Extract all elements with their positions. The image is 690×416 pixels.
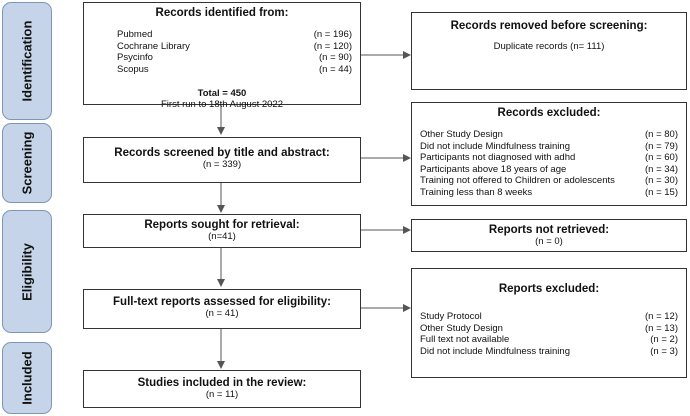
phase-included: Included [2,342,52,414]
source-row: Cochrane Library (n = 120) [117,41,352,53]
report-exclusion-count: (n = 12) [644,311,678,322]
studies-included-count: (n = 11) [205,389,239,400]
exclusion-row: Participants above 18 years of age (n = 3… [420,164,678,176]
report-exclusion-row: Study Protocol (n = 12) [420,311,678,323]
report-exclusion-count: (n = 3) [650,345,678,357]
report-exclusion-label: Did not include Mindfulness training [420,345,570,357]
source-list: Pubmed (n = 196) Cochrane Library (n = 120… [117,29,352,75]
source-count: (n = 120) [313,40,352,52]
source-label: Pubmed [117,29,153,40]
records-screened-count: (n = 339) [202,159,242,170]
exclusion-label: Training less than 8 weeks [420,186,533,198]
box-records-screened: Records screened by title and abstract: … [83,137,361,183]
exclusion-label: Training not offered to Children or adol… [420,175,615,186]
source-label: Cochrane Library [117,40,190,52]
exclusion-count: (n = 15) [644,186,678,198]
exclusion-row: Other Study Design (n = 80) [420,129,678,141]
source-row: Psycinfo (n = 90) [117,52,352,64]
phase-eligibility: Eligibility [2,210,52,333]
source-label: Psycinfo [117,52,153,63]
exclusion-label: Did not include Mindfulness training [420,140,570,152]
records-screened-title: Records screened by title and abstract: [114,147,330,159]
exclusion-count: (n = 60) [644,152,678,163]
report-exclusion-label: Full text not available [420,334,510,345]
exclusion-row: Did not include Mindfulness training (n =… [420,141,678,153]
exclusion-count: (n = 34) [644,163,678,175]
box-reports-assessed: Full-text reports assessed for eligibili… [83,289,361,329]
reports-assessed-title: Full-text reports assessed for eligibili… [113,296,331,308]
reports-sought-title: Reports sought for retrieval: [144,219,300,231]
studies-included-title: Studies included in the review: [137,377,307,389]
source-label: Scopus [117,63,149,75]
source-count: (n = 44) [318,63,352,75]
report-exclusion-label: Other Study Design [420,322,503,334]
exclusion-count: (n = 79) [644,140,678,152]
reports-sought-count: (n=41) [208,231,236,242]
records-removed-title: Records removed before screening: [450,20,648,32]
source-count: (n = 196) [313,29,352,40]
reports-not-retrieved-count: (n = 0) [535,236,563,247]
report-exclusion-count: (n = 13) [644,322,678,334]
exclusion-row: Training not offered to Children or adol… [420,175,678,187]
box-reports-sought: Reports sought for retrieval: (n=41) [83,214,361,248]
box-studies-included: Studies included in the review: (n = 11) [83,370,361,408]
report-exclusion-label: Study Protocol [420,311,482,322]
reports-excluded-title: Reports excluded: [498,283,600,295]
records-run-date: First run to 18th August 2022 [161,99,283,110]
exclusion-row: Participants not diagnosed with adhd (n =… [420,152,678,164]
source-count: (n = 90) [318,52,352,63]
box-records-identified: Records identified from: Pubmed (n = 196)… [83,2,361,110]
exclusion-label: Participants not diagnosed with adhd [420,152,576,163]
records-excluded-title: Records excluded: [497,107,601,119]
reports-not-retrieved-title: Reports not retrieved: [488,224,610,236]
phase-screening: Screening [2,123,52,203]
box-records-excluded: Records excluded: Other Study Design (n =… [411,102,687,206]
report-exclusion-list: Study Protocol (n = 12) Other Study Desig… [420,311,678,357]
source-row: Pubmed (n = 196) [117,29,352,41]
source-row: Scopus (n = 44) [117,64,352,76]
exclusion-count: (n = 30) [644,175,678,186]
phase-identification: Identification [2,2,52,120]
exclusion-label: Participants above 18 years of age [420,163,567,175]
duplicate-records: Duplicate records (n= 111) [493,41,605,52]
exclusion-list: Other Study Design (n = 80) Did not inclu… [420,129,678,198]
box-reports-excluded: Reports excluded: Study Protocol (n = 12)… [411,268,687,378]
box-reports-not-retrieved: Reports not retrieved: (n = 0) [411,219,687,252]
report-exclusion-row: Full text not available (n = 2) [420,334,678,346]
exclusion-label: Other Study Design [420,129,503,140]
records-total: Total = 450 [197,88,247,99]
exclusion-count: (n = 80) [644,129,678,140]
report-exclusion-row: Did not include Mindfulness training (n =… [420,346,678,358]
box-records-removed: Records removed before screening: Duplic… [411,12,687,90]
report-exclusion-count: (n = 2) [650,334,678,345]
reports-assessed-count: (n = 41) [205,308,239,319]
records-identified-title: Records identified from: [155,7,289,19]
exclusion-row: Training less than 8 weeks (n = 15) [420,187,678,199]
report-exclusion-row: Other Study Design (n = 13) [420,323,678,335]
